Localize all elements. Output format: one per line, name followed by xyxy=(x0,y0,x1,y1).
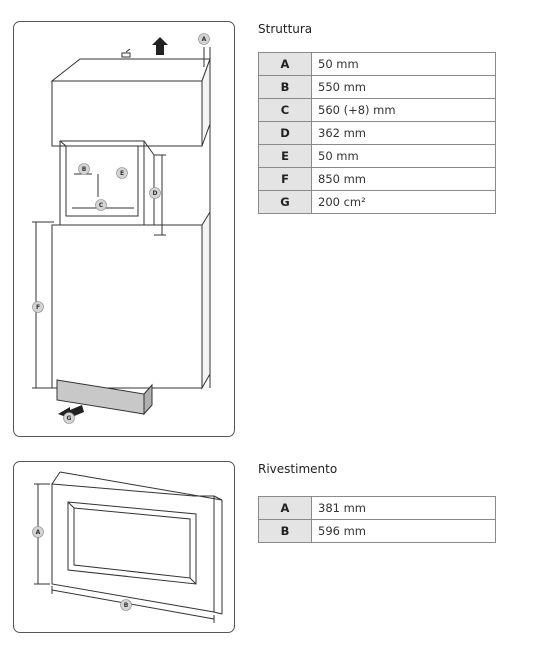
label-g: G xyxy=(67,415,72,422)
trim-diagram-panel: A B xyxy=(13,461,235,633)
air-out-arrow-icon xyxy=(152,37,168,55)
structure-title: Struttura xyxy=(258,22,313,36)
trim-frame-diagram: A B xyxy=(32,471,223,623)
trim-label-a: A xyxy=(36,529,41,536)
cabinet-diagram: A B C D E F G xyxy=(32,33,211,424)
structure-diagram-panel: A B C D E F G xyxy=(13,21,235,437)
label-c: C xyxy=(99,202,104,209)
label-a: A xyxy=(202,36,207,43)
label-b: B xyxy=(82,166,87,173)
label-d: D xyxy=(153,190,158,197)
structure-labels: A B C D E F G xyxy=(32,33,210,424)
label-e: E xyxy=(120,170,124,177)
trim-title: Rivestimento xyxy=(258,462,338,476)
label-f: F xyxy=(36,304,40,311)
trim-label-b: B xyxy=(124,602,129,609)
